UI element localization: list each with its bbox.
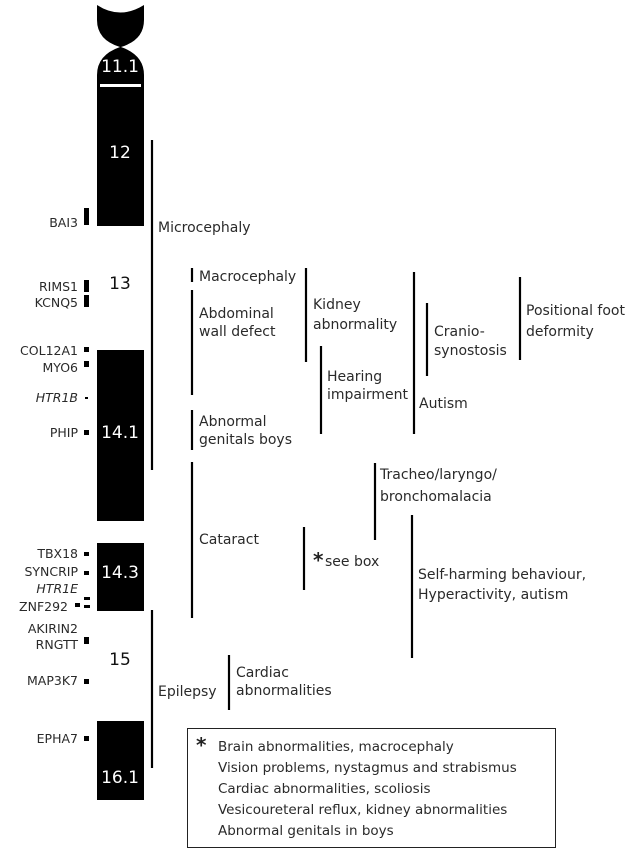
phenotype-cranio-line1: Cranio-: [434, 324, 485, 340]
gene-marker: [84, 208, 89, 225]
phenotype-foot-line1: Positional foot: [526, 303, 625, 319]
gene-label: MAP3K7: [27, 673, 78, 688]
gene-label: TBX18: [37, 546, 78, 561]
phenotype-genitals-line1: Abnormal: [199, 414, 267, 430]
gene-marker: [84, 361, 89, 367]
gene-label: AKIRIN2: [27, 621, 78, 636]
band-label: 14.3: [101, 563, 139, 583]
gene-label: HTR1B: [35, 390, 78, 405]
phenotype-abdominal-line1: Abdominal: [199, 306, 274, 322]
gene-label: HTR1E: [36, 581, 78, 596]
gene-marker: [84, 679, 89, 684]
phenotype-selfharm-line1: Self-harming behaviour,: [418, 567, 587, 583]
gene-marker: [84, 430, 89, 435]
gene-marker: [84, 280, 89, 292]
gene-label: KCNQ5: [34, 295, 78, 310]
gene-marker: [84, 571, 89, 575]
band-label: 11.1: [101, 57, 139, 77]
phenotype-autism: Autism: [419, 396, 468, 412]
band-15-light: [97, 611, 144, 721]
gene-label: RIMS1: [38, 279, 78, 294]
gene-marker: [84, 736, 89, 741]
legend-line: Cardiac abnormalities, scoliosis: [218, 781, 431, 797]
phenotype-cataract: Cataract: [199, 532, 259, 548]
phenotype-cardiac-line1: Cardiac: [236, 665, 289, 681]
phenotype-range-bars: [150, 140, 522, 768]
band-14-2-light: [97, 521, 144, 543]
phenotype-see-box: see box: [325, 554, 380, 570]
legend-asterisk: *: [196, 733, 207, 757]
gene-label: RNGTT: [35, 637, 78, 652]
gene-marker: [84, 597, 90, 600]
phenotype-kidney-line1: Kidney: [313, 297, 361, 313]
gene-label: SYNCRIP: [24, 564, 78, 579]
see-box-legend: * Brain abnormalities, macrocephaly Visi…: [187, 728, 556, 848]
phenotype-abdominal-line2: wall defect: [199, 324, 276, 340]
gene-markers: [75, 208, 90, 741]
gene-marker: [84, 552, 89, 556]
legend-line: Abnormal genitals in boys: [218, 823, 394, 839]
gene-label: EPHA7: [36, 731, 78, 746]
chromosome-ideogram: [97, 5, 144, 800]
gene-label: PHIP: [49, 425, 78, 440]
phenotype-tracheo-line2: bronchomalacia: [380, 489, 492, 505]
gene-marker: [84, 605, 90, 608]
phenotype-epilepsy: Epilepsy: [158, 684, 217, 700]
phenotype-tracheo-line1: Tracheo/laryngo/: [380, 467, 497, 483]
phenotype-hearing-line1: Hearing: [327, 369, 383, 385]
band-13-light: [97, 226, 144, 350]
band-label: 12: [109, 143, 131, 163]
gene-marker: [84, 295, 89, 307]
legend-line: Brain abnormalities, macrocephaly: [218, 739, 454, 755]
phenotype-selfharm-line2: Hyperactivity, autism: [418, 587, 569, 603]
gene-marker: [85, 397, 88, 399]
gene-marker: [84, 637, 89, 644]
band-label: 15: [109, 650, 131, 670]
gene-label: COL12A1: [20, 343, 78, 358]
see-box-asterisk: *: [313, 548, 324, 572]
gene-marker: [84, 347, 89, 352]
gene-label: BAI3: [49, 215, 78, 230]
band-label: 13: [109, 274, 131, 294]
band-label: 16.1: [101, 768, 139, 788]
phenotype-hearing-line2: impairment: [327, 387, 409, 403]
phenotype-kidney-line2: abnormality: [313, 317, 398, 333]
phenotype-foot-line2: deformity: [526, 324, 594, 340]
phenotype-microcephaly: Microcephaly: [158, 220, 251, 236]
phenotype-genitals-line2: genitals boys: [199, 432, 292, 448]
gene-marker: [75, 603, 80, 607]
phenotype-cranio-line2: synostosis: [434, 343, 507, 359]
band-label: 14.1: [101, 423, 139, 443]
phenotype-cardiac-line2: abnormalities: [236, 683, 332, 699]
legend-line: Vision problems, nystagmus and strabismu…: [218, 760, 517, 776]
legend-line: Vesicoureteral reflux, kidney abnormalit…: [218, 802, 508, 818]
chromosome-body: [97, 5, 144, 800]
phenotype-macrocephaly: Macrocephaly: [199, 269, 297, 285]
gene-label: ZNF292: [19, 599, 68, 614]
gene-label: MYO6: [42, 360, 78, 375]
band-11-2-white-stripe: [100, 84, 141, 87]
